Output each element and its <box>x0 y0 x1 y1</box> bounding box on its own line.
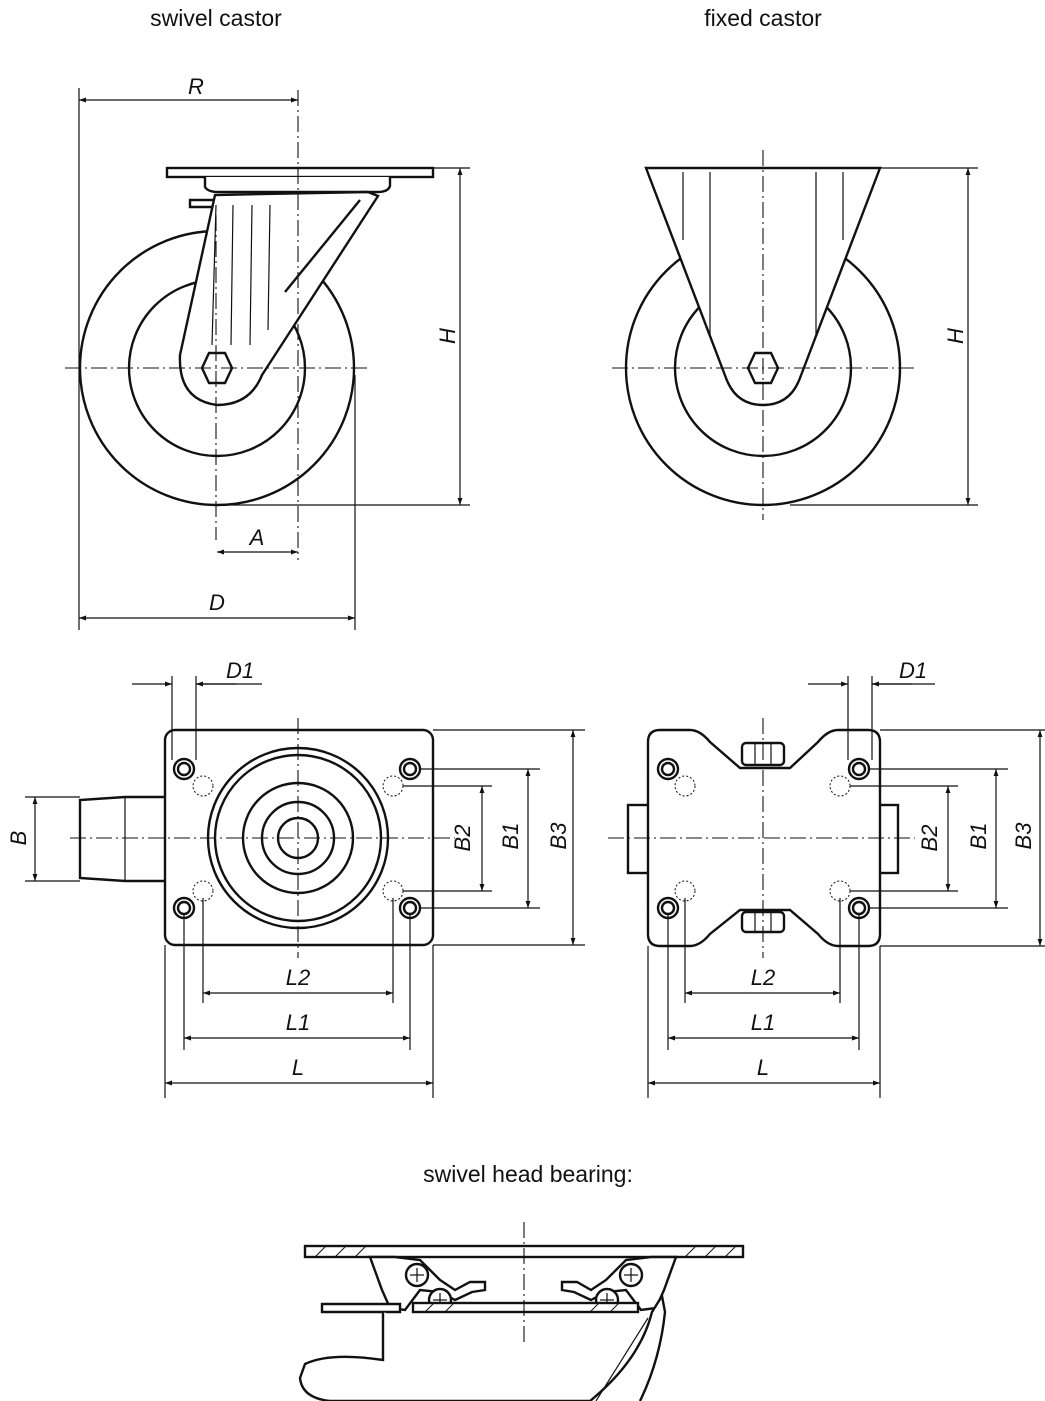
label-A: A <box>248 525 265 550</box>
label-D1-fixed: D1 <box>899 658 927 683</box>
swivel-head-bearing-section <box>298 1222 745 1401</box>
bearing-kingpin-plate <box>411 1301 640 1314</box>
swivel-top-plate <box>165 166 435 179</box>
bearing-right-race <box>560 1255 678 1312</box>
label-B1-fixed: B1 <box>966 823 991 850</box>
fixed-castor-top-view: L2 L1 L B2 B1 B3 D1 <box>608 658 1045 1098</box>
swivel-bearing-housing <box>203 177 392 194</box>
fixed-castor-title: fixed castor <box>704 5 822 31</box>
label-L2-fixed: L2 <box>751 965 775 990</box>
label-L1-swivel: L1 <box>286 1010 310 1035</box>
swivel-castor-top-view: L2 L1 L B2 B1 B3 B D1 <box>6 658 585 1098</box>
label-L1-fixed: L1 <box>751 1010 775 1035</box>
fixed-castor-side-view: H <box>612 150 978 520</box>
label-L-fixed: L <box>757 1055 769 1080</box>
swivel-fork <box>178 190 380 407</box>
swivel-castor-title: swivel castor <box>150 5 282 31</box>
swivel-top-wheel <box>78 795 165 883</box>
label-R: R <box>188 74 204 99</box>
label-D: D <box>209 590 225 615</box>
label-H-swivel: H <box>435 328 460 344</box>
label-L2-swivel: L2 <box>286 965 310 990</box>
label-B: B <box>6 831 31 846</box>
bearing-fork-body <box>298 1292 667 1401</box>
label-B2-swivel: B2 <box>450 825 475 852</box>
label-B3-swivel: B3 <box>546 822 571 850</box>
swivel-head-bearing-title: swivel head bearing: <box>423 1161 633 1187</box>
swivel-castor-side-view: R H A D <box>65 74 470 630</box>
label-B3-fixed: B3 <box>1011 822 1036 850</box>
label-D1-swivel: D1 <box>226 658 254 683</box>
label-B2-fixed: B2 <box>917 825 942 852</box>
label-L-swivel: L <box>292 1055 304 1080</box>
label-H-fixed: H <box>943 328 968 344</box>
label-B1-swivel: B1 <box>498 823 523 850</box>
